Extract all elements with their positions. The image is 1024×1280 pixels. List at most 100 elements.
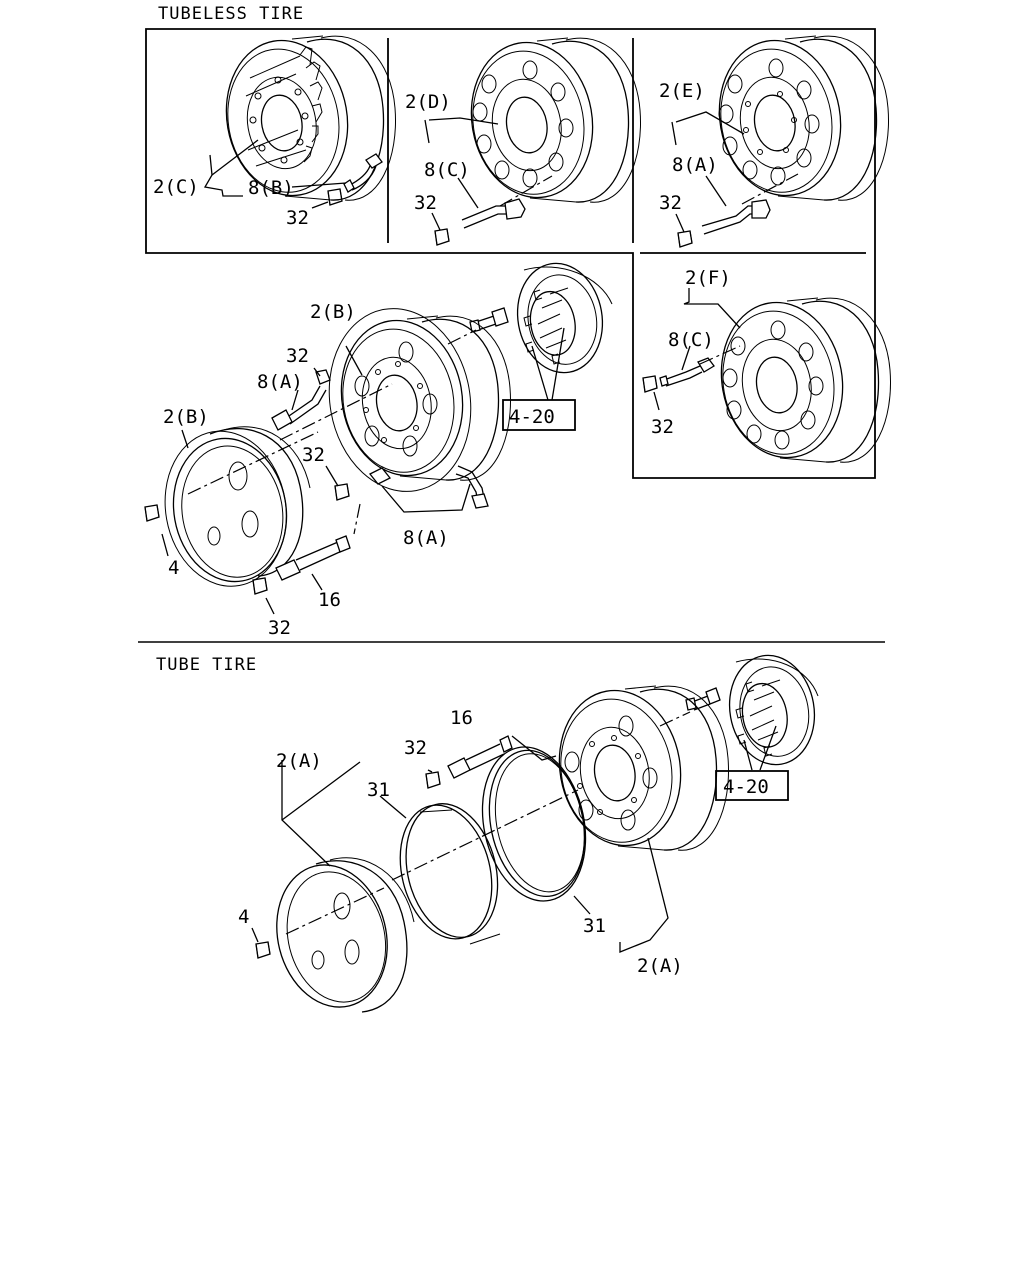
cap-32-p1 — [327, 188, 343, 206]
wheel-2f — [708, 292, 892, 468]
ref-box-dual — [502, 399, 576, 431]
wheel-2a-outer — [276, 857, 415, 1013]
label-8c-p4: 8(C) — [668, 329, 714, 351]
axis-tube-mid — [391, 789, 579, 881]
valve-8a-dual-top — [271, 369, 331, 431]
label-32-dual-bottom: 32 — [268, 617, 291, 639]
axis-p3 — [741, 173, 799, 205]
cap-32-tube — [425, 771, 441, 789]
label-2b-inner: 2(B) — [310, 301, 356, 323]
leader-2c-b — [211, 139, 259, 176]
cap-32-p2 — [434, 228, 450, 246]
leader-2d — [424, 117, 499, 144]
leader-2f — [683, 288, 741, 329]
label-2d: 2(D) — [405, 91, 451, 113]
wheel-2b-inner — [328, 308, 512, 492]
cap-32-dual-mid — [334, 483, 350, 501]
label-4-dual: 4 — [168, 557, 179, 579]
ref-4-20-dual[interactable]: 4-20 — [509, 406, 555, 428]
cap-32-p4 — [642, 375, 658, 393]
wheel-2c — [213, 30, 397, 206]
hub-bolt-dual — [469, 307, 509, 333]
label-2f: 2(F) — [685, 267, 731, 289]
valve-8c-p4 — [659, 357, 715, 387]
label-32-tube: 32 — [404, 737, 427, 759]
leader-32-p1 — [311, 201, 329, 209]
label-32-dual-top: 32 — [286, 345, 309, 367]
label-2e: 2(E) — [659, 80, 705, 102]
label-8b: 8(B) — [248, 177, 294, 199]
tubeless-section-title: TUBELESS TIRE — [158, 4, 304, 24]
axis-tube-outer — [285, 887, 385, 935]
leader-16-tube — [511, 735, 557, 761]
label-2a-inner: 2(A) — [637, 955, 683, 977]
hub-dual — [508, 255, 613, 381]
cap-32-p3 — [677, 230, 693, 248]
label-32-p1: 32 — [286, 207, 309, 229]
label-4-tube: 4 — [238, 906, 249, 928]
leader-32-dual-bottom — [265, 597, 275, 615]
leader-8a-p3 — [705, 175, 727, 207]
axis-dual-ext — [353, 503, 361, 535]
axis-dual-inner — [279, 383, 393, 441]
label-32-p2: 32 — [414, 192, 437, 214]
leader-32-dual-mid — [325, 465, 339, 487]
leader-32-p3 — [675, 213, 685, 233]
label-16-dual: 16 — [318, 589, 341, 611]
valve-8c-p2 — [461, 198, 526, 229]
wheel-2e — [706, 30, 890, 206]
valve-8b — [343, 153, 383, 193]
leader-2a-inner — [619, 837, 669, 953]
label-8a-dual-bottom: 8(A) — [403, 527, 449, 549]
leader-8a-dual-top — [291, 389, 299, 411]
axis-dual-outer — [187, 431, 319, 495]
label-32-p3: 32 — [659, 192, 682, 214]
hub-bolt-tube — [685, 687, 721, 711]
label-31-inner: 31 — [583, 915, 606, 937]
ring-31-outer — [399, 803, 501, 945]
leader-2e — [671, 111, 745, 146]
leader-2a-outer — [281, 760, 361, 867]
axis-tube-hub — [659, 711, 691, 727]
nut-4-dual — [144, 504, 160, 522]
leader-4-tube — [251, 927, 259, 943]
leader-32-p2 — [431, 212, 441, 231]
label-8a-dual-top: 8(A) — [257, 371, 303, 393]
tube-section-title: TUBE TIRE — [156, 655, 257, 675]
extension-16-tube — [447, 735, 513, 779]
label-16-tube: 16 — [450, 707, 473, 729]
leader-32-dual-top — [313, 367, 321, 377]
ref-4-20-tube[interactable]: 4-20 — [723, 776, 769, 798]
ref-box-tube — [715, 770, 789, 801]
axis-p4 — [699, 345, 741, 365]
leader-4-20-dual — [531, 327, 565, 401]
axis-p2 — [499, 175, 553, 207]
leader-8c-p4 — [681, 345, 691, 371]
wheel-2a-inner — [546, 680, 730, 856]
leader-8c-p2 — [457, 177, 479, 209]
valve-8a-dual-bottom — [368, 465, 489, 509]
leader-32-p4 — [653, 391, 660, 411]
leader-31-inner — [573, 895, 591, 915]
leader-4-20-tube — [743, 725, 777, 771]
hub-tube — [720, 647, 824, 773]
tubeless-panel-frame — [145, 28, 876, 479]
label-8a-p3: 8(A) — [672, 154, 718, 176]
valve-8a-p3 — [701, 199, 771, 235]
leader-16-dual — [311, 573, 323, 591]
wheel-2d — [458, 32, 642, 208]
label-2c: 2(C) — [153, 176, 199, 198]
label-31-outer: 31 — [367, 779, 390, 801]
leader-8a-dual-bottom — [381, 483, 471, 513]
extension-16-dual — [275, 535, 351, 581]
label-2b-outer: 2(B) — [163, 406, 209, 428]
leader-2b-outer — [181, 429, 189, 449]
nut-4-tube — [255, 941, 271, 959]
label-2a-outer: 2(A) — [276, 750, 322, 772]
leader-4-dual — [161, 533, 169, 557]
axis-dual-hub — [447, 329, 477, 345]
leader-31-outer — [379, 795, 407, 819]
leader-32-tube — [427, 769, 433, 773]
ring-31-inner — [481, 746, 587, 902]
